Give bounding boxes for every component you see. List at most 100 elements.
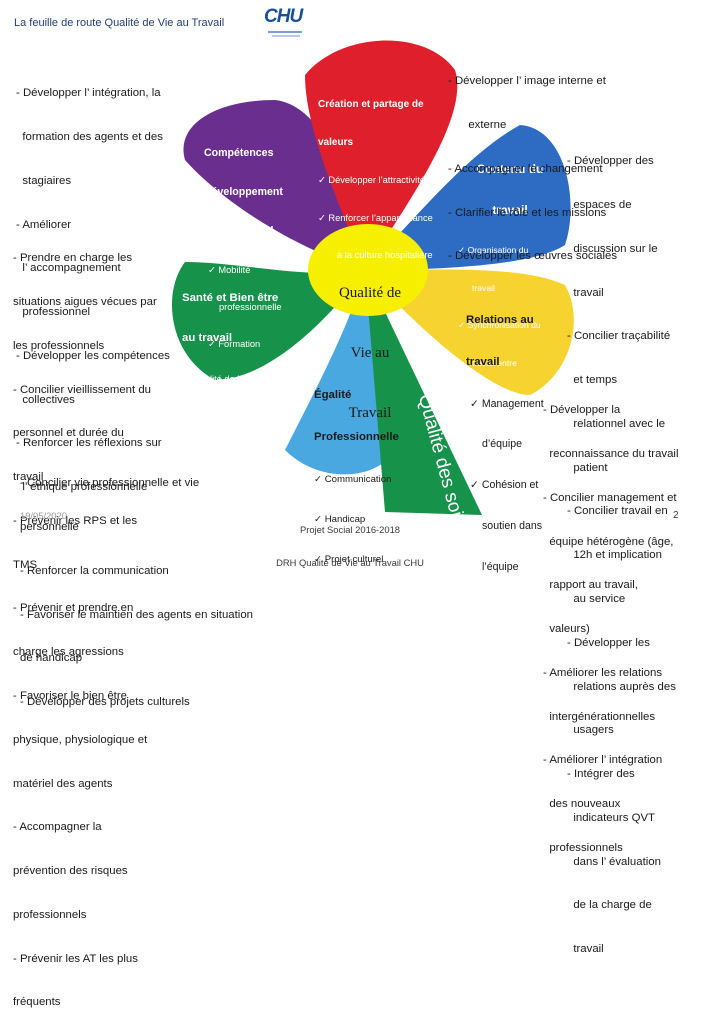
text-line: stagiaires — [16, 174, 72, 187]
text-line: - Développer l’ image interne et — [448, 75, 606, 88]
text-line: - Favoriser le maintien des agents en si… — [20, 608, 253, 621]
text-line: - Développer les compétences — [16, 349, 170, 362]
text-line: professionnels — [13, 908, 87, 921]
right-block-image: - Développer l’ image interne et externe… — [448, 45, 617, 279]
petal-qualite-soins — [365, 270, 482, 515]
petal-title-line: Contenu du — [476, 161, 544, 176]
petal-item: ✓ Conditions de travail — [182, 448, 277, 459]
petal-item-text: temps de travail — [195, 523, 261, 534]
chu-logo-text: CHU — [264, 6, 303, 27]
petal-item: ✓ Handicap — [314, 513, 366, 525]
petal-item: ✓ Développer l’attractivité — [318, 175, 426, 186]
text-line: - Renforcer la communication — [20, 564, 169, 577]
petal-item: ✓ Plan de carrière — [208, 413, 285, 424]
text-line: - Développer les œuvres sociales — [448, 250, 618, 263]
right-block-reconnaissance: - Développer la reconnaissance du travai… — [543, 374, 679, 870]
text-line: relationnel avec le — [567, 417, 666, 430]
text-line: l’ éthique professionnelle — [16, 481, 148, 494]
logo-line — [268, 31, 302, 33]
text-line: - Concilier travail en — [567, 505, 668, 518]
petal-item: ✓ Management — [470, 397, 544, 410]
petal-item-text: Intégration — [218, 376, 263, 387]
petal-contenu-travail — [365, 125, 571, 270]
petal-item-text: Qualité de la — [192, 374, 245, 385]
petal-relations-travail — [365, 269, 574, 395]
text-line: des nouveaux — [543, 798, 621, 811]
petal-title-line: travail — [466, 356, 500, 369]
petal-egalite-professionnelle — [285, 270, 396, 475]
chu-logo: CHU — [258, 6, 304, 42]
footer-line: DRH Qualité de Vie au Travail CHU — [276, 557, 424, 568]
petal-item-text: à la culture hospitalière — [337, 249, 433, 260]
petal-item-text: Renforcer l’appartenance — [328, 212, 433, 223]
text-line: - Développer des projets culturels — [20, 696, 190, 709]
petal-title-line: valeurs — [318, 137, 354, 149]
petal-item: ✓ Synchronisation du — [458, 320, 541, 331]
text-line: physique, physiologique et — [13, 733, 148, 746]
petal-title-line: Création et partage de — [318, 98, 424, 110]
qvt-flower-diagram — [171, 40, 574, 515]
text-line: travail — [567, 286, 604, 299]
text-line: - Concilier vieillissement du — [13, 383, 152, 396]
text-line: professionnels — [543, 842, 623, 854]
text-line: l’ accompagnement — [16, 262, 121, 275]
petal-creation-text: Création et partage de valeurs ✓ Dévelop… — [318, 73, 433, 274]
petal-item-text: Organisation du — [467, 245, 529, 256]
text-line: - Prévenir les RPS et les — [13, 514, 138, 527]
petal-item: ✓ Intégration — [208, 376, 263, 387]
petal-item-text: soutien dans — [482, 519, 543, 532]
left-block-integration: - Développer l’ intégration, la formatio… — [16, 57, 170, 509]
petal-item: ✓ Mobilité — [208, 264, 251, 275]
petal-item-text: professionnels — [472, 395, 528, 406]
text-line: formation des agents et des — [16, 130, 163, 143]
text-line: professionnel — [16, 306, 91, 319]
petal-item-text: Développer l’attractivité — [328, 175, 426, 186]
text-line: collectives — [16, 393, 75, 406]
petal-item-text: travail — [472, 282, 495, 293]
petal-item: ✓ Formation — [208, 339, 261, 350]
petal-title-line: Égalité — [314, 389, 352, 402]
petal-item: ✓ Renforcer l’appartenance — [318, 212, 433, 223]
petal-item-text: Management — [481, 397, 544, 410]
petal-title-line: au travail — [182, 331, 233, 344]
petal-title-line: Professionnelle — [314, 431, 399, 444]
text-line: fréquents — [13, 996, 61, 1009]
text-line: personnelle — [20, 520, 79, 533]
petal-item-text: Mobilité — [218, 264, 251, 275]
text-line: équipe hétérogène (âge, — [543, 535, 674, 548]
petal-item-text: l’équipe — [482, 560, 519, 573]
petal-title-line: Développement — [204, 186, 283, 199]
text-line: espaces de — [567, 198, 632, 211]
text-line: discussion sur le — [567, 242, 658, 255]
text-line: personnel et durée du — [13, 427, 124, 440]
text-line: - Concilier vie professionnelle et vie — [20, 477, 200, 490]
page-title: La feuille de route Qualité de Vie au Tr… — [14, 17, 225, 29]
text-line: rapport au travail, — [543, 579, 638, 592]
petal-sante-text: Santé et Bien être au travail ✓ Qualité … — [182, 266, 278, 547]
center-title-line: Qualité de — [338, 285, 402, 301]
petal-creation-valeurs — [305, 40, 458, 270]
petal-item-text: Cohésion et — [481, 479, 539, 492]
text-line: - Concilier management et — [543, 491, 677, 504]
text-line: matériel des agents — [13, 777, 113, 790]
petal-item-text: Conditions de travail — [192, 448, 277, 459]
petal-title-line: Santé et Bien être — [182, 291, 279, 304]
text-line: les professionnels — [13, 339, 105, 352]
text-line: de la charge de — [567, 899, 652, 912]
text-line: travail — [13, 471, 44, 484]
petal-item-text: Formation — [218, 339, 261, 350]
petal-title-line: Compétences — [204, 146, 274, 159]
petal-contenu-text: Contenu du travail ✓ Organisation du tra… — [458, 136, 562, 419]
text-line: - Clarifier le rôle et les missions — [448, 206, 607, 219]
text-line: prévention des risques — [13, 865, 128, 878]
petal-item-text: professionnelle — [219, 301, 282, 312]
petal-item: ✓ Cohésion et — [470, 479, 539, 492]
text-line: reconnaissance du travail — [543, 447, 679, 460]
center-title-line: Travail — [348, 405, 392, 421]
petal-item-text: prévention — [195, 411, 239, 422]
page-number: 2 — [673, 510, 679, 521]
petal-item-text: d’équipe — [482, 438, 523, 451]
petal-item: ✓ Qualité de la — [182, 374, 245, 385]
center-disc — [308, 224, 428, 316]
text-line: situations aigues vécues par — [13, 295, 157, 308]
